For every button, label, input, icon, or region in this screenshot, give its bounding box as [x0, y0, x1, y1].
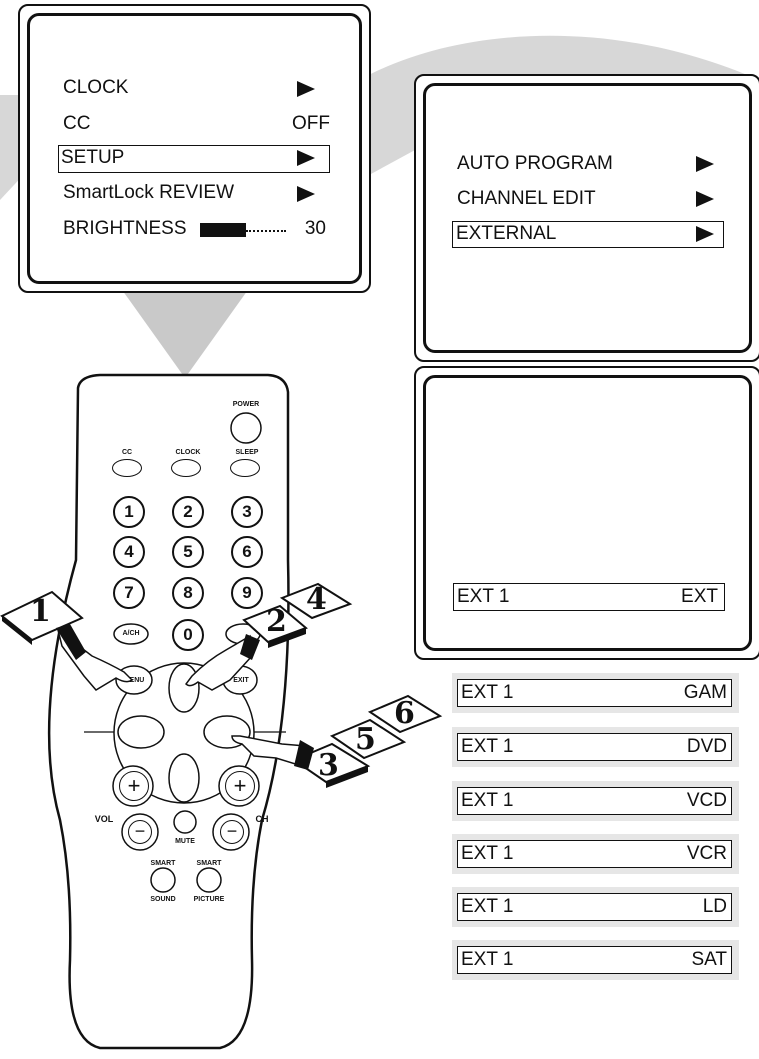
- hand-3-icon: [232, 736, 306, 766]
- step-5-label: 5: [355, 722, 376, 757]
- step-6-label: 6: [394, 696, 415, 731]
- hand-2-icon: [186, 636, 252, 690]
- step-1-label: 1: [30, 594, 51, 629]
- step-4-label: 4: [306, 582, 327, 617]
- step-3-label: 3: [318, 748, 339, 783]
- step-2-label: 2: [266, 604, 287, 639]
